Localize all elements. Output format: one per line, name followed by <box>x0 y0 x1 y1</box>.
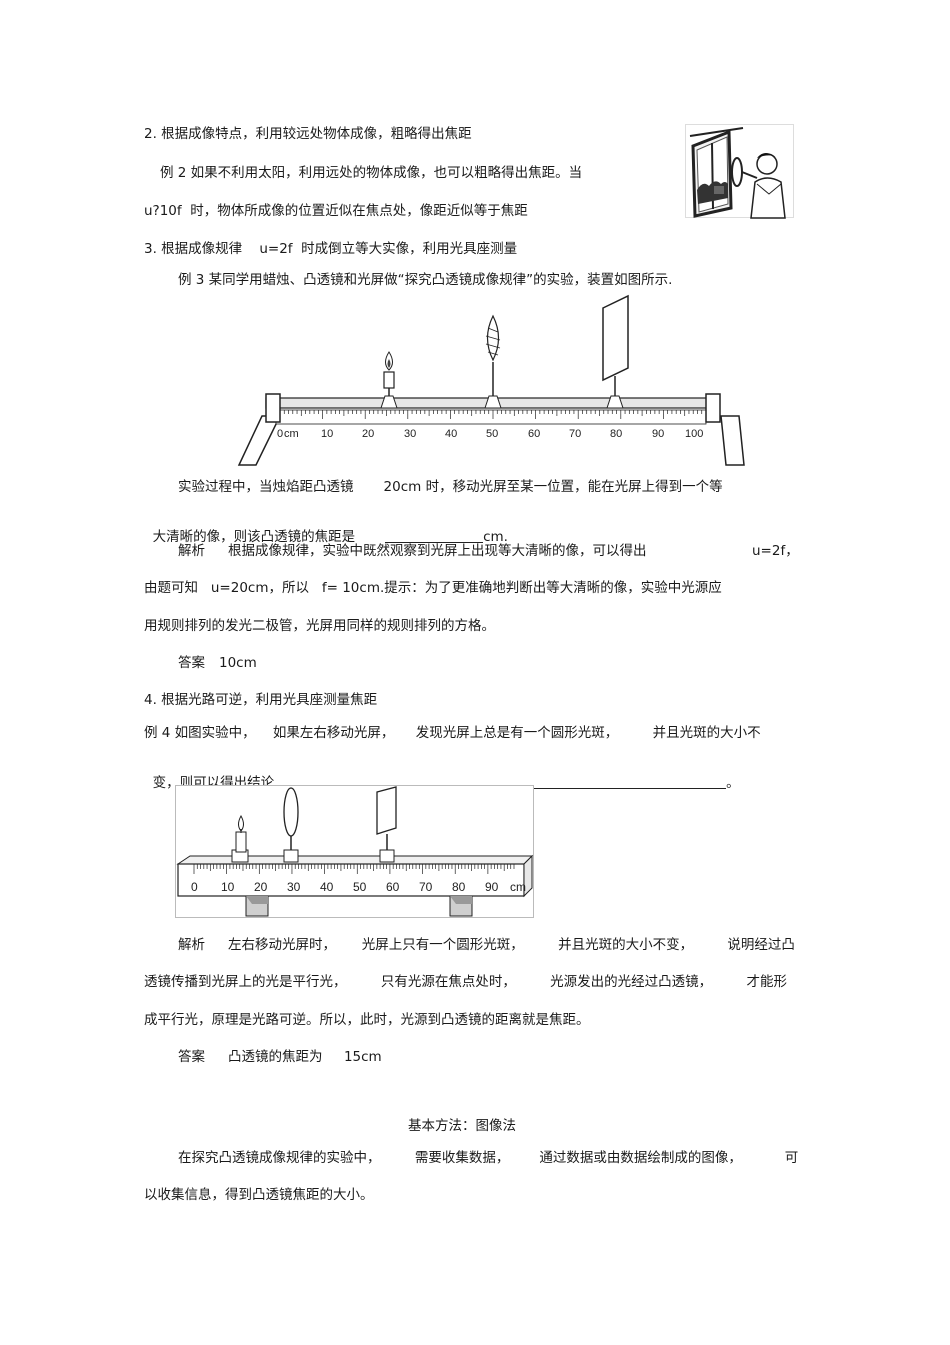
window-lens-illustration <box>685 124 794 219</box>
ruler-label-70: 70 <box>419 880 433 894</box>
example-4-end: 。 <box>726 775 740 791</box>
analysis-3-line-1: 根据成像规律，实验中既然观察到光屏上出现等大清晰的像，可以得出 <box>228 543 647 559</box>
bench-label-0: 0 <box>277 428 283 440</box>
ruler-label-20: 20 <box>254 880 268 894</box>
ruler-label-90: 90 <box>485 880 499 894</box>
bench-label-20: 20 <box>362 428 374 440</box>
convex-lens-holder <box>484 314 502 409</box>
bench-label-90: 90 <box>652 428 664 440</box>
bench-label-40: 40 <box>445 428 457 440</box>
section-3-heading: 3. 根据成像规律 u=2f 时成倒立等大实像，利用光具座测量 <box>144 241 518 257</box>
method-title: 基本方法：图像法 <box>408 1118 516 1134</box>
light-screen-holder <box>602 294 629 409</box>
question-3-line-1: 实验过程中，当烛焰距凸透镜 20cm 时，移动光屏至某一位置，能在光屏上得到一个… <box>178 479 723 495</box>
answer-3-label: 答案 <box>178 655 205 671</box>
answer-4-value: 凸透镜的焦距为 15cm <box>228 1049 382 1065</box>
example-3-text: 例 3 某同学用蜡烛、凸透镜和光屏做“探究凸透镜成像规律”的实验，装置如图所示. <box>178 272 673 288</box>
question-3-unit: cm. <box>483 529 508 545</box>
section-4-heading: 4. 根据光路可逆，利用光具座测量焦距 <box>144 692 378 708</box>
candle-holder-2 <box>231 814 249 863</box>
bench-label-100: 100 <box>685 428 703 440</box>
analysis-3-label: 解析 <box>178 543 205 559</box>
example-4-line-1: 例 4 如图实验中， 如果左右移动光屏， 发现光屏上总是有一个圆形光斑， 并且光… <box>144 725 761 741</box>
bench-unit-label: cm <box>284 428 299 440</box>
convex-lens-holder-2 <box>283 787 299 863</box>
question-3-text: 大清晰的像，则该凸透镜的焦距是 <box>152 529 356 545</box>
ruler-bench-diagram: 0 10 20 30 40 50 60 70 80 90 cm <box>175 785 534 918</box>
candle-holder <box>380 351 398 409</box>
ruler-label-60: 60 <box>386 880 400 894</box>
example-2-line-2: u?10f 时，物体所成像的位置近似在焦点处，像距近似等于焦距 <box>144 203 528 219</box>
method-line-2: 以收集信息，得到凸透镜焦距的大小。 <box>144 1187 374 1203</box>
ruler-label-0: 0 <box>191 880 198 894</box>
bench-label-60: 60 <box>528 428 540 440</box>
analysis-4-label: 解析 <box>178 937 205 953</box>
ruler-label-50: 50 <box>353 880 367 894</box>
bench-label-10: 10 <box>321 428 333 440</box>
analysis-3-line-3: 用规则排列的发光二极管，光屏用同样的规则排列的方格。 <box>144 618 495 634</box>
analysis-4-line-3: 成平行光，原理是光路可逆。所以，此时，光源到凸透镜的距离就是焦距。 <box>144 1012 590 1028</box>
bench-label-30: 30 <box>404 428 416 440</box>
analysis-4-line-2: 透镜传播到光屏上的光是平行光， 只有光源在焦点处时， 光源发出的光经过凸透镜， … <box>144 974 787 990</box>
analysis-3-line-1-end: u=2f， <box>752 543 799 559</box>
ruler-label-10: 10 <box>221 880 235 894</box>
answer-4-label: 答案 <box>178 1049 205 1065</box>
method-line-1: 在探究凸透镜成像规律的实验中， 需要收集数据， 通过数据或由数据绘制成的图像， … <box>178 1150 799 1166</box>
answer-blank-focal-length[interactable] <box>385 529 484 543</box>
light-screen-holder-2 <box>376 786 397 863</box>
example-2-line-1: 例 2 如果不利用太阳，利用远处的物体成像，也可以粗略得出焦距。当 <box>160 165 583 181</box>
ruler-label-80: 80 <box>452 880 466 894</box>
section-2-heading: 2. 根据成像特点，利用较远处物体成像，粗略得出焦距 <box>144 126 472 142</box>
ruler-label-40: 40 <box>320 880 334 894</box>
bench-label-50: 50 <box>486 428 498 440</box>
analysis-3-line-2: 由题可知 u=20cm，所以 f= 10cm.提示：为了更准确地判断出等大清晰的… <box>144 580 722 596</box>
bench-label-70: 70 <box>569 428 581 440</box>
ruler-label-30: 30 <box>287 880 301 894</box>
ruler-unit-label: cm <box>510 880 526 894</box>
optical-bench-diagram: cm 0 10 20 30 40 50 60 70 80 90 100 <box>237 294 745 466</box>
question-3-line-2: 大清晰的像，则该凸透镜的焦距是 cm. <box>144 510 508 546</box>
bench-label-80: 80 <box>610 428 622 440</box>
answer-3-value: 10cm <box>219 655 257 671</box>
analysis-4-line-1: 左右移动光屏时， 光屏上只有一个圆形光斑， 并且光斑的大小不变， 说明经过凸 <box>228 937 795 953</box>
